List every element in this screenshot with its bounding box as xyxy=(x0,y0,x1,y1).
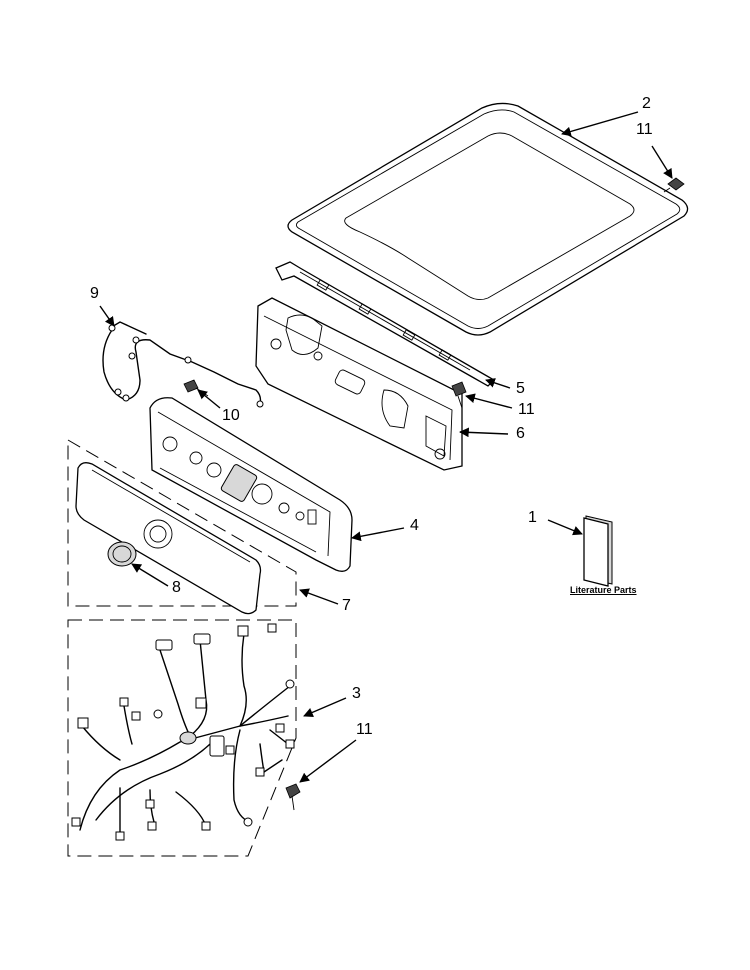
screw-11-top xyxy=(663,177,685,193)
console-back xyxy=(255,297,463,471)
callout-7: 7 xyxy=(342,597,351,614)
dashed-box-upper xyxy=(67,439,297,607)
screw-11-console xyxy=(451,381,467,409)
callout-3: 3 xyxy=(352,685,361,702)
callout-6: 6 xyxy=(516,425,525,442)
main-harness xyxy=(71,623,295,841)
callout-10: 10 xyxy=(222,407,240,424)
callout-4: 4 xyxy=(410,517,419,534)
callout-1: 1 xyxy=(528,509,537,526)
knob xyxy=(107,541,137,567)
callout-11-top: 11 xyxy=(636,121,653,138)
front-panel xyxy=(75,462,262,615)
callout-8: 8 xyxy=(172,579,181,596)
callout-9: 9 xyxy=(90,285,99,302)
screw-11-lower xyxy=(285,783,301,811)
dashed-box-lower xyxy=(67,619,297,857)
console xyxy=(149,397,353,572)
callout-2: 2 xyxy=(642,95,651,112)
harness-9 xyxy=(102,321,264,408)
callout-11-lower: 11 xyxy=(356,721,373,738)
callout-11-console: 11 xyxy=(518,401,535,418)
top-panel xyxy=(287,102,689,336)
literature-booklet xyxy=(583,515,613,587)
literature-parts-label: Literature Parts xyxy=(570,585,637,595)
callout-5: 5 xyxy=(516,380,525,397)
screw-10 xyxy=(183,379,209,397)
leader-lines xyxy=(99,111,673,783)
